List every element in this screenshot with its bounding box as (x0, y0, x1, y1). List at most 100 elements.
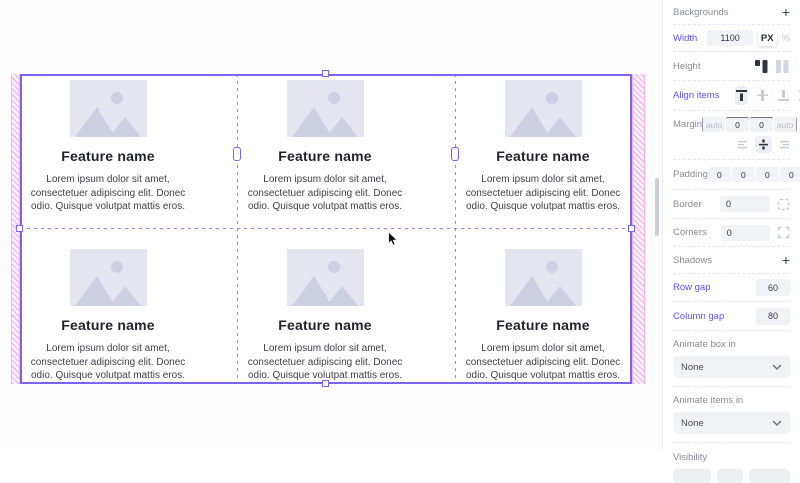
image-placeholder[interactable] (286, 80, 364, 137)
column-gap-input[interactable]: 80 (756, 307, 790, 325)
body-line: Lorem ipsum dolor sit amet, (481, 174, 605, 185)
grid-cell[interactable]: Feature name Lorem ipsum dolor sit amet,… (238, 80, 412, 214)
visibility-group: Visibility (673, 443, 790, 483)
padding-top-input[interactable]: 0 (731, 167, 755, 182)
margin-lines-left-icon (738, 141, 747, 149)
row-gap-input[interactable]: 60 (756, 279, 790, 296)
height-fill-button[interactable] (775, 59, 790, 74)
margin-lines-right-icon (780, 141, 789, 149)
backgrounds-row: Backgrounds + (673, 0, 790, 25)
row-gap-guide (20, 228, 632, 229)
margin-preset-left-button[interactable] (737, 139, 748, 150)
selected-grid-section[interactable]: Feature name Lorem ipsum dolor sit amet,… (16, 70, 635, 387)
body-line: consectetuer adipiscing elit. Donec (247, 356, 403, 368)
feature-card[interactable]: Feature name Lorem ipsum dolor sit amet,… (466, 80, 621, 214)
visibility-option-button[interactable] (748, 469, 790, 483)
image-placeholder[interactable] (504, 80, 582, 137)
align-bottom-button[interactable] (777, 89, 790, 102)
height-label: Height (673, 60, 701, 72)
column-gap-guide-2 (455, 74, 456, 384)
margin-left-input[interactable]: auto (702, 117, 726, 132)
resize-handle-right[interactable] (628, 225, 635, 232)
visibility-option-button[interactable] (716, 469, 743, 483)
feature-card-body[interactable]: Lorem ipsum dolor sit amet, consectetuer… (248, 173, 403, 214)
image-placeholder[interactable] (69, 80, 147, 137)
column-gap-handle-1[interactable] (233, 147, 241, 161)
border-width-input[interactable]: 0 (720, 196, 770, 212)
border-sides-button[interactable] (777, 198, 790, 211)
height-hug-button[interactable] (754, 59, 769, 74)
visibility-option-button[interactable] (673, 469, 711, 483)
grid-cell[interactable]: Feature name Lorem ipsum dolor sit amet,… (238, 249, 412, 383)
feature-card-body[interactable]: Lorem ipsum dolor sit amet, consectetuer… (248, 342, 403, 383)
image-placeholder-icon (292, 92, 358, 137)
feature-card[interactable]: Feature name Lorem ipsum dolor sit amet,… (31, 249, 186, 383)
resize-handle-top[interactable] (322, 70, 329, 77)
padding-bottom-input[interactable]: 0 (755, 167, 779, 182)
body-line: Lorem ipsum dolor sit amet, (481, 343, 605, 354)
animate-items-in-dropdown[interactable]: None (673, 412, 790, 434)
body-line: Lorem ipsum dolor sit amet, (46, 174, 170, 185)
image-placeholder-icon (75, 92, 141, 137)
feature-card-body[interactable]: Lorem ipsum dolor sit amet, consectetuer… (466, 173, 621, 214)
feature-card[interactable]: Feature name Lorem ipsum dolor sit amet,… (248, 80, 403, 214)
resize-handle-bottom[interactable] (322, 380, 329, 387)
feature-card-title[interactable]: Feature name (496, 317, 590, 333)
width-row: Width 1100 PX % (673, 25, 790, 52)
height-fill-icon (776, 59, 789, 73)
corners-row: Corners 0 (673, 219, 790, 247)
align-bottom-icon (778, 90, 790, 101)
corners-label: Corners (673, 227, 707, 238)
animate-box-in-dropdown[interactable]: None (673, 356, 790, 378)
feature-card-body[interactable]: Lorem ipsum dolor sit amet, consectetuer… (466, 342, 621, 383)
column-gap-row: Column gap 80 (673, 302, 790, 331)
feature-card-body[interactable]: Lorem ipsum dolor sit amet, consectetuer… (31, 342, 186, 383)
corners-input[interactable]: 0 (720, 224, 770, 241)
add-background-button[interactable]: + (781, 4, 790, 20)
grid-cell[interactable]: Feature name Lorem ipsum dolor sit amet,… (22, 249, 194, 383)
align-top-button[interactable] (735, 86, 749, 105)
grid-cell[interactable]: Feature name Lorem ipsum dolor sit amet,… (457, 80, 629, 214)
padding-left-input[interactable]: 0 (707, 167, 731, 182)
resize-handle-left[interactable] (16, 225, 23, 232)
margin-center-button[interactable] (755, 136, 772, 153)
body-line: Lorem ipsum dolor sit amet, (263, 174, 387, 185)
feature-card-title[interactable]: Feature name (61, 148, 155, 164)
margin-right-input[interactable]: auto (774, 117, 798, 132)
feature-card-title[interactable]: Feature name (496, 148, 590, 164)
margin-top-input[interactable]: 0 (726, 117, 750, 132)
align-items-label: Align items (673, 90, 720, 101)
feature-card-body[interactable]: Lorem ipsum dolor sit amet, consectetuer… (31, 173, 186, 214)
align-center-button[interactable] (756, 89, 769, 102)
feature-card-title[interactable]: Feature name (278, 317, 372, 333)
grid-cell[interactable]: Feature name Lorem ipsum dolor sit amet,… (22, 80, 194, 214)
image-placeholder[interactable] (69, 249, 147, 306)
builder-canvas[interactable]: Feature name Lorem ipsum dolor sit amet,… (0, 0, 662, 450)
feature-card-title[interactable]: Feature name (278, 148, 372, 164)
add-shadow-button[interactable]: + (781, 252, 790, 268)
body-line: odio. Quisque volutpat mattis eros. (466, 370, 620, 381)
body-line: odio. Quisque volutpat mattis eros. (31, 370, 185, 381)
body-line: consectetuer adipiscing elit. Donec (465, 187, 621, 199)
image-placeholder[interactable] (504, 249, 582, 306)
width-input[interactable]: 1100 (707, 30, 753, 46)
feature-card-title[interactable]: Feature name (61, 317, 155, 333)
margin-bottom-input[interactable]: 0 (750, 117, 774, 132)
grid-cell[interactable]: Feature name Lorem ipsum dolor sit amet,… (457, 249, 629, 383)
corners-mode-button[interactable] (777, 226, 790, 239)
feature-card[interactable]: Feature name Lorem ipsum dolor sit amet,… (466, 249, 621, 383)
image-placeholder[interactable] (286, 249, 364, 306)
column-gap-handle-2[interactable] (451, 147, 459, 161)
padding-right-input[interactable]: 0 (779, 167, 800, 182)
feature-card[interactable]: Feature name Lorem ipsum dolor sit amet,… (31, 80, 186, 214)
shadows-row: Shadows + (673, 247, 790, 274)
body-line: odio. Quisque volutpat mattis eros. (248, 201, 402, 212)
margin-preset-right-button[interactable] (779, 139, 790, 150)
feature-card[interactable]: Feature name Lorem ipsum dolor sit amet,… (248, 249, 403, 383)
animate-box-in-group: Animate box in None (673, 331, 790, 387)
canvas-scrollbar[interactable] (655, 178, 659, 236)
unit-percent-button[interactable]: % (781, 32, 790, 44)
animate-box-in-label: Animate box in (673, 339, 736, 350)
animate-items-in-value: None (681, 417, 704, 429)
unit-px-button[interactable]: PX (757, 30, 777, 46)
